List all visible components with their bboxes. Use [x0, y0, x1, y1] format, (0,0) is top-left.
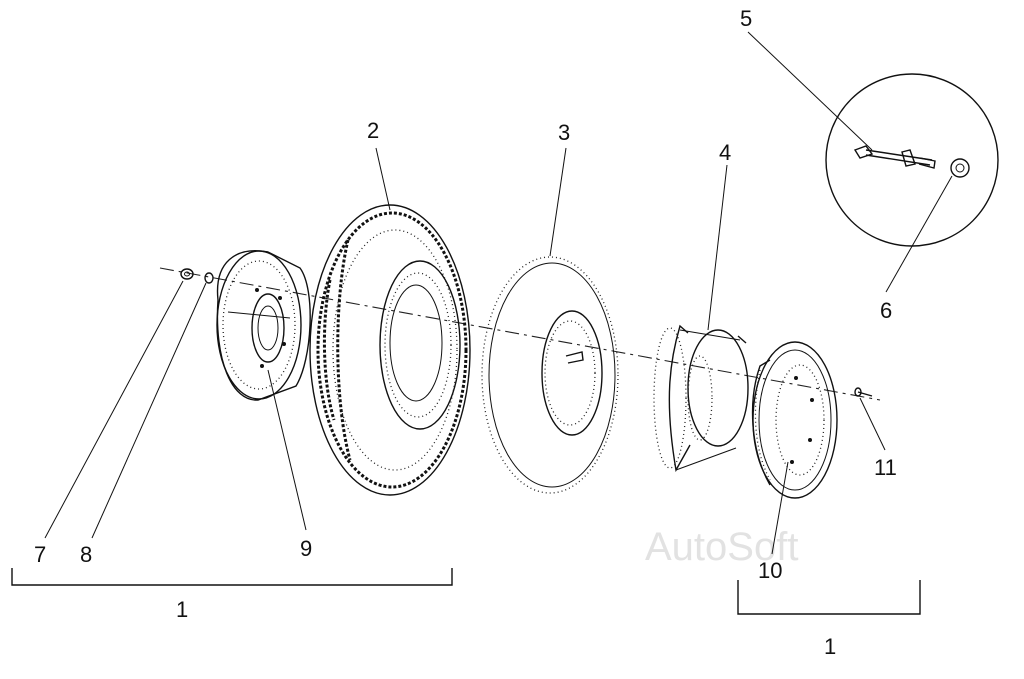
callout-1-right: 1: [824, 634, 836, 659]
callout-1-left: 1: [176, 597, 188, 622]
tire-part: [309, 204, 471, 496]
callout-11: 11: [874, 455, 897, 480]
leader-lines: [44, 31, 953, 555]
callout-4: 4: [719, 140, 731, 165]
callout-10: 10: [758, 558, 782, 583]
left-assembly-bracket: [11, 568, 453, 586]
nut-part: [180, 268, 194, 280]
center-axis: [159, 267, 881, 401]
callout-2: 2: [367, 118, 379, 143]
right-assembly-bracket: [737, 580, 921, 615]
washer-part: [204, 272, 214, 284]
rim-band-part: [653, 324, 749, 473]
callout-6: 6: [880, 298, 892, 323]
callout-8: 8: [80, 542, 92, 567]
valve-detail-circle: [825, 73, 999, 247]
outer-rim-part: [751, 341, 838, 499]
callout-7: 7: [34, 542, 46, 567]
callout-9: 9: [300, 536, 312, 561]
inner-tube-part: [481, 256, 619, 494]
callout-5: 5: [740, 6, 752, 31]
callout-3: 3: [558, 120, 570, 145]
rim-half-part: [216, 250, 311, 401]
bolt-part: [854, 387, 873, 397]
